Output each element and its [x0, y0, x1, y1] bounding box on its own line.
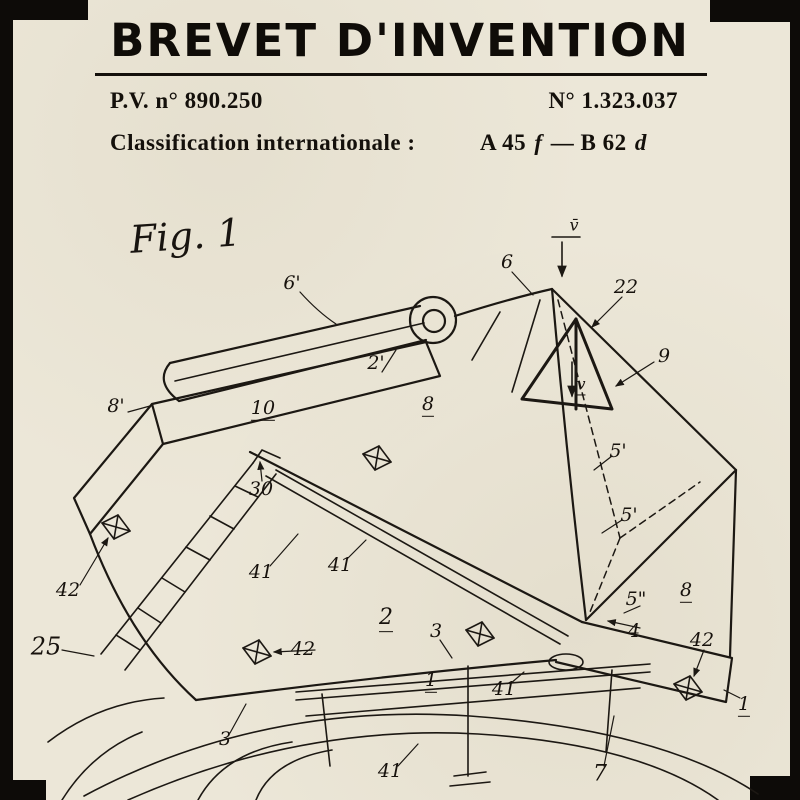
classification-part: d — [634, 130, 647, 155]
scan-corner-top-left — [0, 0, 88, 20]
patent-number: N° 1.323.037 — [548, 88, 678, 113]
classification-part: A 45 — [480, 130, 533, 155]
scan-corner-top-right — [710, 0, 800, 22]
scan-corner-bottom-left — [0, 780, 46, 800]
classification-part: — B 62 — [544, 130, 633, 155]
patent-title: BREVET D'INVENTION — [110, 14, 690, 67]
header-rule — [95, 73, 707, 76]
classification-value: A 45 f — B 62 d — [480, 130, 649, 156]
pv-number: P.V. n° 890.250 — [110, 88, 263, 113]
scan-edge-left — [0, 0, 13, 800]
scan-corner-bottom-right — [750, 776, 800, 800]
scan-edge-right — [790, 0, 800, 800]
classification-part: f — [534, 130, 543, 155]
classification-label: Classification internationale : — [110, 130, 416, 155]
